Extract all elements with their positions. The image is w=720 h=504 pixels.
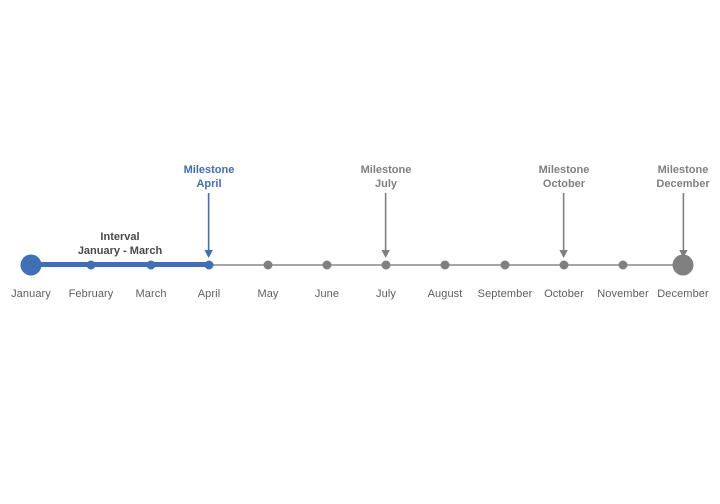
timeline-marker-january[interactable] bbox=[20, 254, 42, 276]
timeline-marker-april[interactable] bbox=[204, 260, 214, 270]
timeline-marker-october[interactable] bbox=[559, 260, 569, 270]
timeline-marker-august[interactable] bbox=[440, 260, 450, 270]
interval-title: Interval bbox=[100, 231, 140, 243]
timeline-marker-november[interactable] bbox=[618, 260, 628, 270]
month-label-may: May bbox=[257, 288, 279, 300]
timeline-marker-july[interactable] bbox=[381, 260, 391, 270]
timeline-marker-september[interactable] bbox=[500, 260, 510, 270]
arrow-down-icon bbox=[381, 193, 391, 258]
arrow-down-icon bbox=[678, 193, 688, 258]
month-label-november: November bbox=[597, 288, 649, 300]
timeline-marker-may[interactable] bbox=[263, 260, 273, 270]
month-label-october: October bbox=[544, 288, 584, 300]
month-label-december: December bbox=[657, 288, 709, 300]
month-label-march: March bbox=[135, 288, 167, 300]
month-label-september: September bbox=[477, 288, 533, 300]
interval-range: January - March bbox=[77, 245, 163, 257]
month-label-august: August bbox=[427, 288, 463, 300]
milestone-period: July bbox=[374, 178, 398, 190]
timeline-axis-line bbox=[31, 264, 683, 266]
milestone-title: Milestone bbox=[657, 164, 709, 176]
timeline-marker-march[interactable] bbox=[146, 260, 156, 270]
milestone-title: Milestone bbox=[538, 164, 590, 176]
month-label-april: April bbox=[197, 288, 221, 300]
milestone-title: Milestone bbox=[183, 164, 235, 176]
timeline-marker-february[interactable] bbox=[86, 260, 96, 270]
milestone-title: Milestone bbox=[360, 164, 412, 176]
milestone-period: December bbox=[656, 178, 710, 190]
timeline-marker-december[interactable] bbox=[672, 254, 694, 276]
month-label-february: February bbox=[68, 288, 114, 300]
month-label-june: June bbox=[314, 288, 340, 300]
milestone-period: April bbox=[196, 178, 222, 190]
month-label-july: July bbox=[376, 288, 396, 300]
arrow-down-icon bbox=[204, 193, 214, 258]
arrow-down-icon bbox=[559, 193, 569, 258]
month-label-january: January bbox=[11, 288, 51, 300]
timeline-axis-highlight-segment bbox=[31, 262, 209, 267]
milestone-period: October bbox=[542, 178, 586, 190]
timeline-marker-june[interactable] bbox=[322, 260, 332, 270]
